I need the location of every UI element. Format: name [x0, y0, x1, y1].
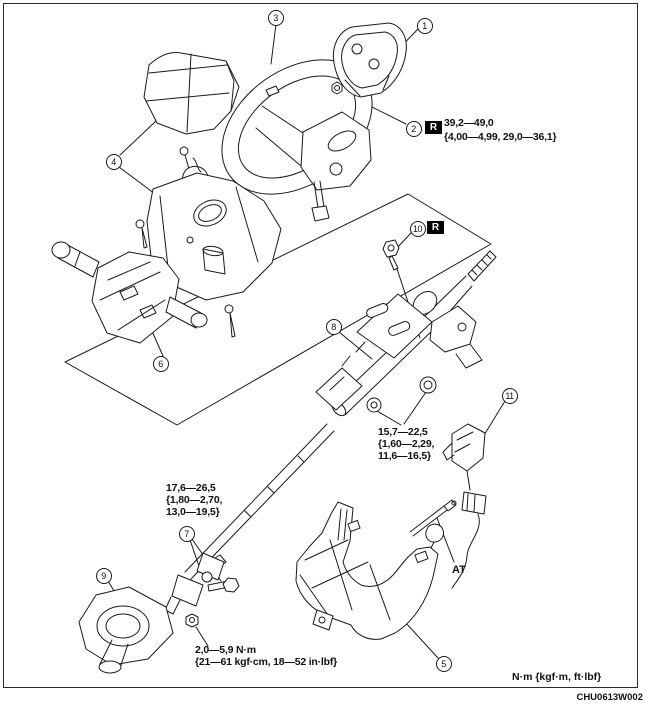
torque-spec-line: 15,7—22,5: [378, 426, 428, 438]
column-hole-cover: [78, 586, 199, 674]
figure-border: [3, 3, 638, 688]
wheel-nut: [331, 81, 343, 95]
figure-code: CHU0613W002: [576, 692, 643, 703]
units-note: N·m {kgf·m, ft·lbf}: [512, 671, 602, 683]
ignition-switch: [442, 423, 487, 589]
torque-spec-column-nuts: 15,7—22,5 {1,60—2,29, 11,6—16,5}: [378, 426, 434, 462]
torque-spec-line: 17,6—26,5: [166, 482, 216, 494]
at-label: AT: [452, 564, 466, 576]
mounting-washers: [366, 376, 437, 413]
callout-1: 1: [416, 17, 433, 34]
torque-spec-line: 11,6—16,5}: [378, 450, 431, 462]
torque-spec-wheel-nut: 39,2—49,0 {4,00—4,99, 29,0—36,1}: [444, 117, 557, 144]
column-bolt: [382, 239, 400, 271]
torque-spec-line: 2,0—5,9 N·m: [195, 644, 256, 656]
cover-screws: [135, 219, 236, 338]
combination-switch: [51, 241, 208, 344]
steering-wheel: [221, 59, 373, 222]
upper-column-cover: [143, 52, 240, 135]
torque-spec-line: 39,2—49,0: [444, 117, 494, 129]
torque-spec-shaft-bolt: 17,6—26,5 {1,80—2,70, 13,0—19,5}: [166, 482, 222, 518]
steering-column-assembly: [315, 250, 497, 417]
torque-spec-line: {4,00—4,99, 29,0—36,1}: [444, 130, 557, 143]
callout-8: 8: [325, 318, 342, 335]
callout-9: 9: [95, 567, 112, 584]
callout-6: 6: [152, 355, 169, 372]
lower-panel: [295, 501, 439, 640]
interlock-cable: [409, 499, 457, 549]
torque-spec-line: 13,0—19,5}: [166, 506, 220, 518]
intermediate-shaft: [164, 423, 335, 615]
callout-4: 4: [105, 153, 122, 170]
r-marker-wheel-nut: R: [425, 121, 442, 134]
r-marker-column-bolt: R: [427, 221, 444, 234]
lower-column-cover: [146, 172, 282, 301]
torque-spec-line: {1,80—2,70,: [166, 494, 223, 506]
callout-3: 3: [267, 9, 284, 26]
torque-spec-line: {21—61 kgf·cm, 18—52 in·lbf}: [195, 656, 338, 668]
callout-7: 7: [178, 525, 195, 542]
torque-spec-cover-nut: 2,0—5,9 N·m {21—61 kgf·cm, 18—52 in·lbf}: [195, 644, 337, 668]
airbag-module: [332, 22, 407, 98]
group-frame: [64, 193, 492, 426]
callout-10: 10: [409, 220, 426, 237]
callout-5: 5: [435, 655, 452, 672]
torque-spec-line: {1,60—2,29,: [378, 438, 435, 450]
callout-2: 2: [405, 120, 422, 137]
callout-11: 11: [501, 387, 518, 404]
